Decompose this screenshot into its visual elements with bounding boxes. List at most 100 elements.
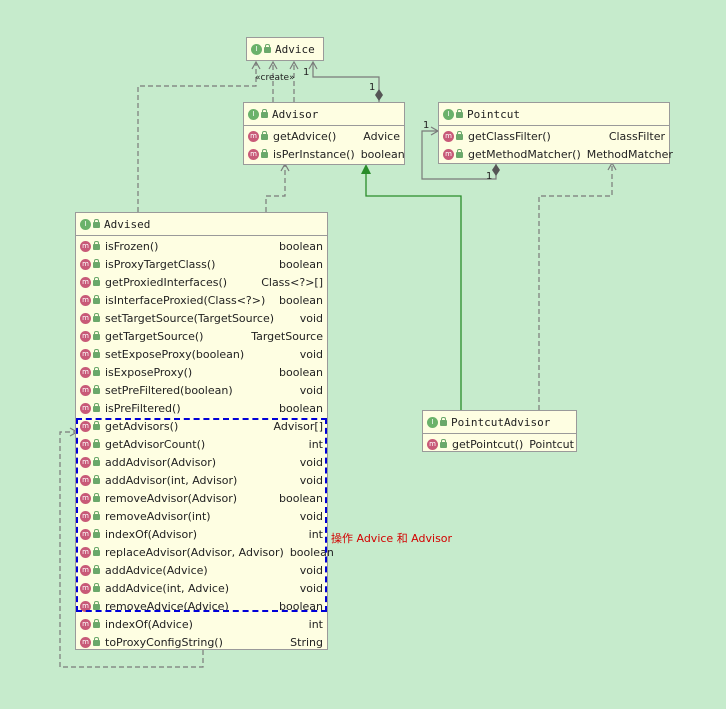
lock-icon	[456, 149, 463, 158]
method-name: isFrozen()	[105, 239, 159, 253]
method-icon: m	[80, 294, 91, 306]
return-type: boolean	[279, 491, 323, 505]
multiplicity-pointcut-bottom: 1	[486, 171, 492, 182]
method-name: isInterfaceProxied(Class<?>)	[105, 293, 266, 307]
method-icon: m	[80, 600, 91, 612]
method-icon: m	[80, 546, 91, 558]
method-name: removeAdvice(Advice)	[105, 599, 229, 613]
interface-icon: I	[443, 108, 454, 120]
method-name: toProxyConfigString()	[105, 635, 223, 649]
method-name: addAdvice(Advice)	[105, 563, 208, 577]
method-icon: m	[80, 240, 91, 252]
advised-advice-dependency	[137, 63, 257, 212]
lock-icon	[93, 367, 100, 376]
return-type: boolean	[279, 239, 323, 253]
method-icon: m	[80, 330, 91, 342]
lock-icon	[93, 313, 100, 322]
class-name: Advisor	[272, 107, 319, 121]
multiplicity-pointcut-left: 1	[423, 120, 429, 131]
return-type: Pointcut	[529, 437, 574, 451]
method-icon: m	[80, 528, 91, 540]
method-icon: m	[80, 564, 91, 576]
return-type: int	[308, 527, 323, 541]
return-type: Class<?>[]	[261, 275, 323, 289]
method-icon: m	[80, 402, 91, 414]
lock-icon	[93, 457, 100, 466]
lock-icon	[440, 439, 447, 448]
class-name: Advised	[104, 217, 151, 231]
lock-icon	[93, 511, 100, 520]
method-icon: m	[80, 312, 91, 324]
lock-icon	[93, 601, 100, 610]
method-name: getMethodMatcher()	[468, 147, 581, 161]
method-icon: m	[80, 420, 91, 432]
return-type: ClassFilter	[608, 129, 665, 143]
method-icon: m	[80, 510, 91, 522]
return-type: MethodMatcher	[586, 147, 673, 161]
lock-icon	[93, 547, 100, 556]
pointcut-diamond	[492, 164, 500, 176]
return-type: boolean	[279, 365, 323, 379]
lock-icon	[93, 493, 100, 502]
method-name: addAdvice(int, Advice)	[105, 581, 230, 595]
method-row[interactable]: m isFrozen() boolean	[76, 237, 327, 255]
return-type: void	[299, 473, 323, 487]
method-name: addAdvisor(Advisor)	[105, 455, 217, 469]
return-type: boolean	[360, 147, 405, 161]
advised-self-dependency	[59, 431, 204, 668]
pointcutadvisor-advisor-generalization	[365, 173, 462, 410]
lock-icon	[456, 131, 463, 140]
method-icon: m	[80, 258, 91, 270]
method-icon: m	[80, 492, 91, 504]
return-type: void	[299, 455, 323, 469]
class-name: Advice	[275, 42, 315, 56]
return-type: void	[299, 311, 323, 325]
class-advice[interactable]: I Advice	[246, 37, 324, 61]
lock-icon	[93, 637, 100, 646]
lock-icon	[93, 241, 100, 250]
advised-header: I Advised	[76, 213, 327, 236]
method-icon: m	[248, 148, 259, 160]
interface-icon: I	[248, 108, 259, 120]
method-name: getAdvisors()	[105, 419, 179, 433]
lock-icon	[93, 439, 100, 448]
return-type: int	[308, 617, 323, 631]
lock-icon	[93, 583, 100, 592]
method-icon: m	[80, 384, 91, 396]
